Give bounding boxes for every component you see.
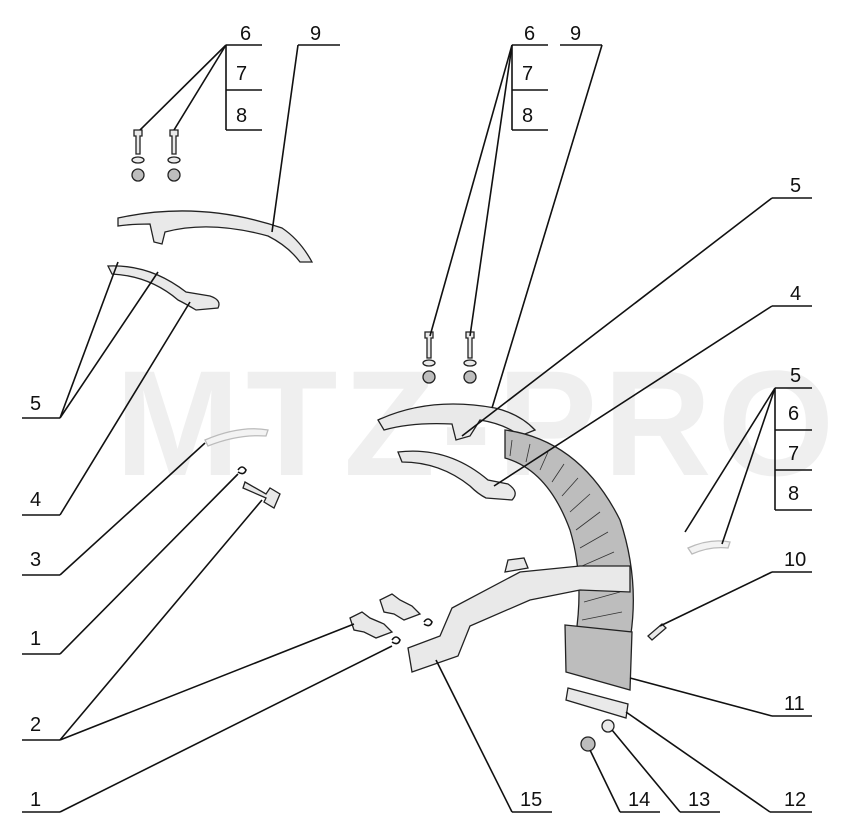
label-top-left-9: 9 (310, 23, 321, 45)
center-washer (601, 719, 615, 733)
label-bottom-12: 12 (784, 789, 806, 811)
label-top-left-6: 6 (240, 23, 251, 45)
left-bolt (242, 481, 281, 509)
center-bolt-b (349, 611, 394, 639)
left-shim (204, 428, 269, 447)
label-top-mid-6: 6 (524, 23, 535, 45)
right-faint-part (687, 540, 731, 555)
center-bolts (422, 331, 477, 384)
center-clip-b (391, 636, 401, 645)
label-right-11: 11 (784, 693, 805, 715)
center-support-clip (504, 557, 529, 573)
label-right-group-5: 5 (790, 365, 801, 387)
center-screw (647, 623, 667, 641)
label-top-mid-7: 7 (522, 63, 533, 85)
callout-labels: 6 7 8 9 6 7 8 9 5 4 5 6 7 8 5 4 3 1 2 1 … (30, 23, 806, 811)
left-bracket (106, 265, 220, 311)
label-right-5: 5 (790, 175, 801, 197)
center-fender-assembly (349, 331, 667, 752)
left-fender-segment (117, 210, 314, 263)
left-clip (237, 466, 247, 475)
label-right-group-8: 8 (788, 483, 799, 505)
leader-lines (22, 44, 812, 813)
center-plate (565, 687, 629, 719)
left-fender-assembly (106, 129, 314, 509)
label-right-10: 10 (784, 549, 806, 571)
left-bolts (131, 129, 181, 182)
label-left-1b: 1 (30, 789, 41, 811)
label-left-5: 5 (30, 393, 41, 415)
label-top-mid-9: 9 (570, 23, 581, 45)
label-top-left-7: 7 (236, 63, 247, 85)
label-top-left-8: 8 (236, 105, 247, 127)
label-right-4: 4 (790, 283, 801, 305)
center-mudflap (564, 624, 633, 691)
label-left-3: 3 (30, 549, 41, 571)
label-bottom-15: 15 (520, 789, 542, 811)
center-bracket (397, 450, 516, 501)
label-bottom-13: 13 (688, 789, 710, 811)
center-bolt-a (379, 593, 422, 621)
label-left-1a: 1 (30, 628, 41, 650)
label-right-group-7: 7 (788, 443, 799, 465)
label-right-group-6: 6 (788, 403, 799, 425)
center-clip-a (423, 618, 433, 627)
label-left-2: 2 (30, 714, 41, 736)
center-support (407, 565, 631, 673)
label-bottom-14: 14 (628, 789, 650, 811)
center-nut (580, 736, 596, 752)
label-top-mid-8: 8 (522, 105, 533, 127)
label-left-4: 4 (30, 489, 41, 511)
